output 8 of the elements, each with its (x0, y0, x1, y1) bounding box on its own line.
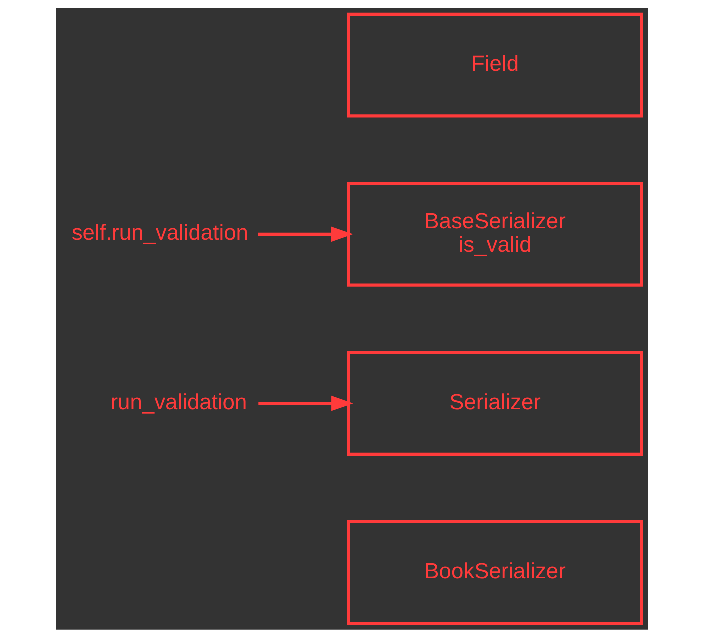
node-box: Serializer (347, 351, 644, 456)
node-text: self.run_validation (72, 220, 248, 246)
arrow (258, 396, 354, 412)
node-box: BookSerializer (347, 520, 644, 626)
node-box: BaseSerializer is_valid (347, 182, 644, 287)
node-text: run_validation (110, 389, 248, 414)
node-box: Field (347, 12, 644, 118)
arrow (258, 226, 354, 242)
